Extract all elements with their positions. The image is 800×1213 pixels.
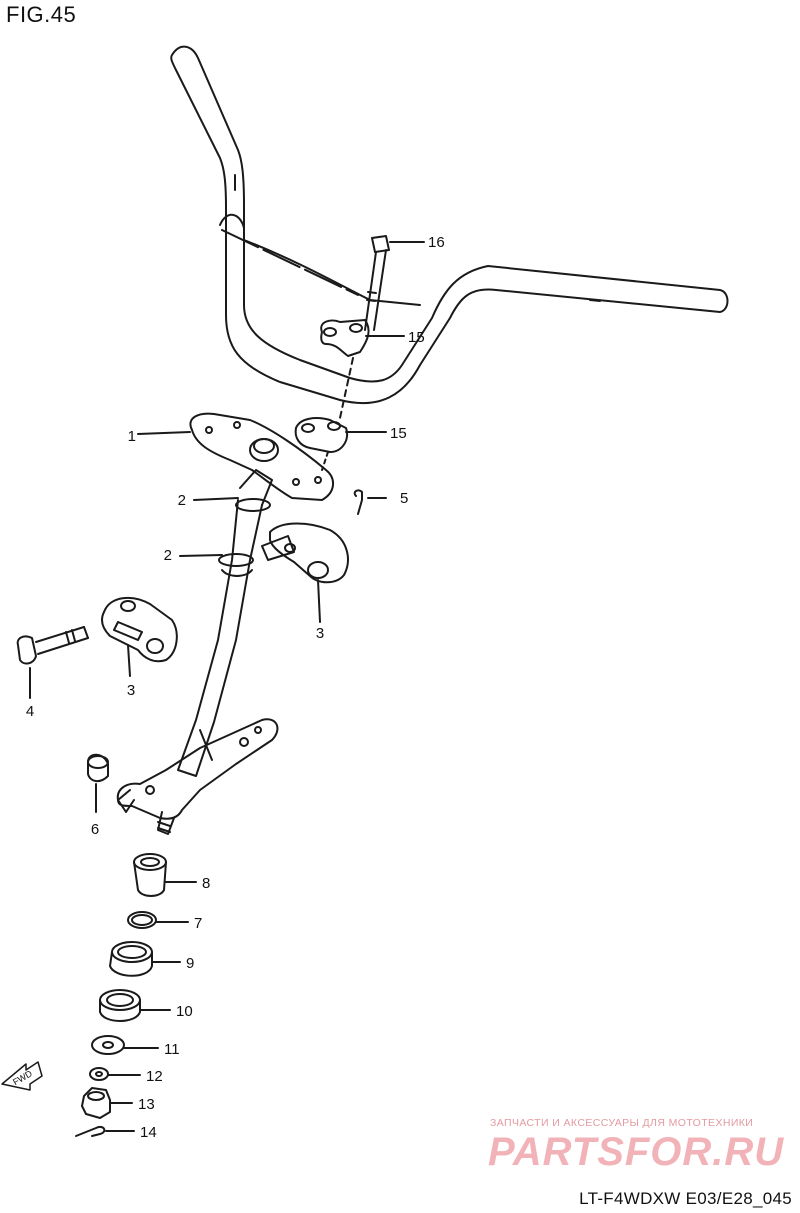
callout-8: 8 [202,875,210,892]
callout-2-upper: 2 [178,492,186,509]
callout-3-right: 3 [316,625,324,642]
watermark-caption: ЗАПЧАСТИ И АКСЕССУАРЫ ДЛЯ МОТОТЕХНИКИ [490,1117,754,1129]
callout-4: 4 [26,703,34,720]
callout-14: 14 [140,1124,157,1141]
callout-6: 6 [91,821,99,838]
holder-right-3 [261,522,349,623]
fwd-arrow: FWD [1,1061,43,1091]
bearing-9 [109,941,181,977]
cotter-pin-5 [353,489,387,515]
handlebar [170,45,729,405]
watermark-logo: PARTSFOR.RU [488,1130,785,1174]
nut-6 [87,753,109,813]
callout-3-left: 3 [127,682,135,699]
model-code: LT-F4WDXW E03/E28_045 [579,1189,792,1208]
bearing-10 [99,989,171,1022]
callout-10: 10 [176,1003,193,1020]
callout-1: 1 [128,428,136,445]
holder-upper-15 [320,319,370,357]
callout-12: 12 [146,1068,163,1085]
holder-left-3 [101,596,178,677]
callout-5: 5 [400,490,408,507]
nut-13 [81,1087,133,1119]
callout-16: 16 [428,234,445,251]
washer-12 [89,1067,141,1081]
callout-15-upper: 15 [408,329,425,346]
callout-13: 13 [138,1096,155,1113]
cotter-pin-14 [75,1125,135,1137]
figure-title: FIG.45 [6,2,77,27]
washer-11 [91,1035,159,1055]
seal-7 [127,911,189,929]
callout-7: 7 [194,915,202,932]
bolt-4 [16,626,89,699]
callout-9: 9 [186,955,194,972]
steering-shaft [177,469,273,777]
holder-lower-15 [294,417,348,453]
callouts: 1 2 2 3 3 4 5 6 7 8 9 10 11 12 13 14 15 … [26,234,445,1141]
shaft-plate-1 [189,412,334,501]
callout-2-lower: 2 [164,547,172,564]
lower-bracket [116,718,279,835]
bolt-16 [364,235,390,331]
bush-8 [133,853,197,897]
callout-15-lower: 15 [390,425,407,442]
callout-11: 11 [164,1041,180,1058]
